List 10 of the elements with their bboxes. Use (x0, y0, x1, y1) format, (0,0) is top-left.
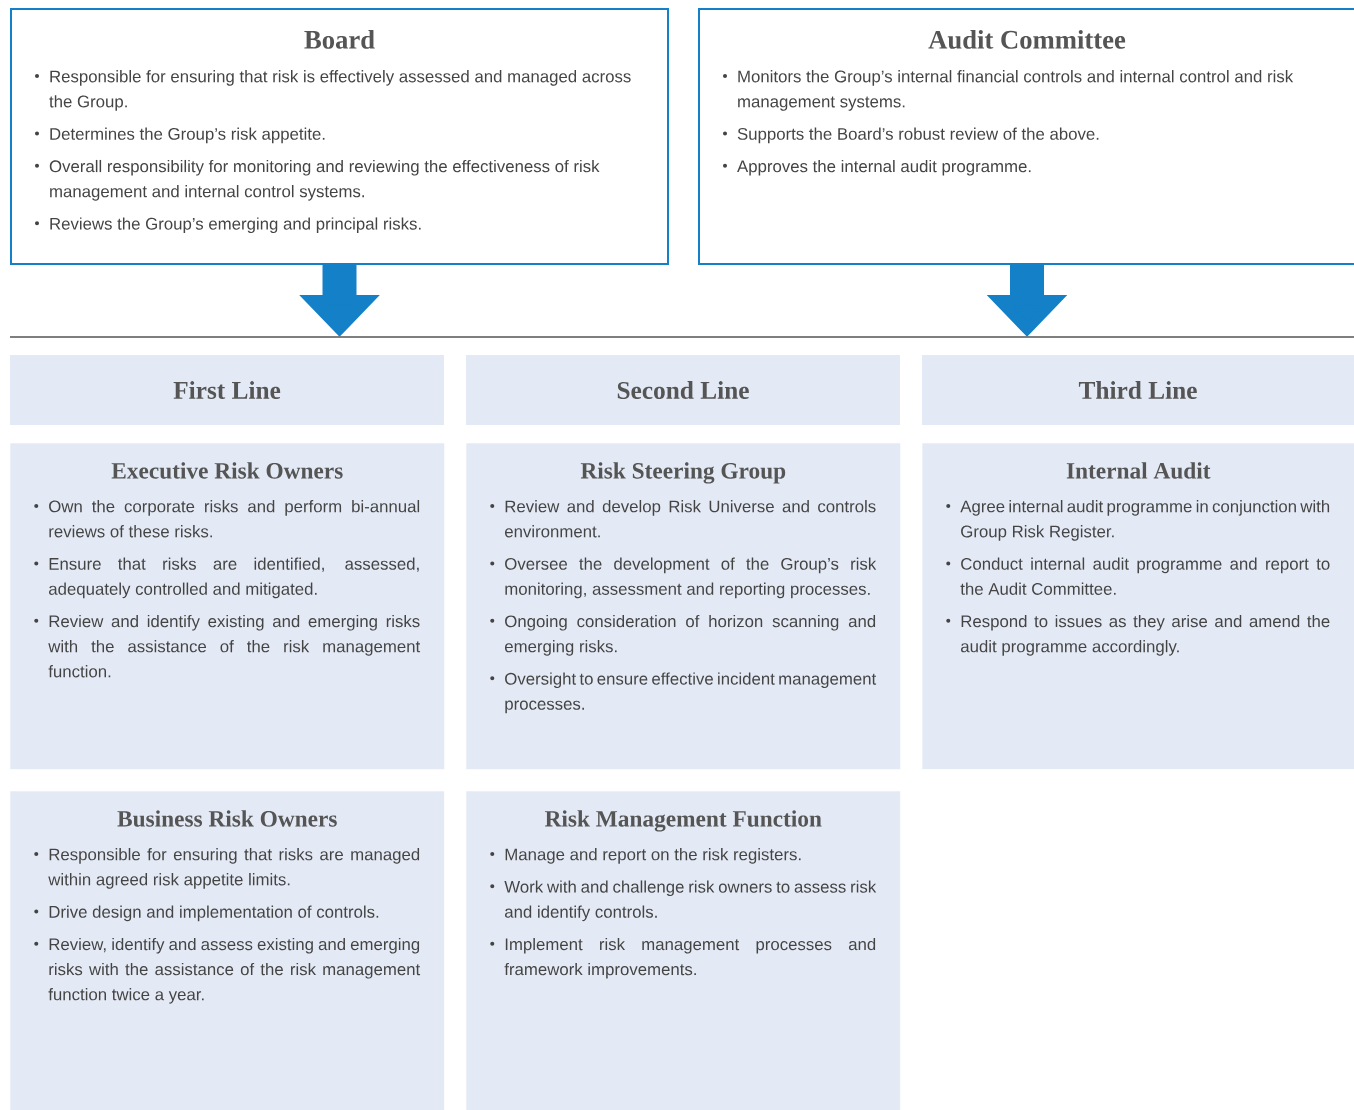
role-box: Internal Audit Agree internal audit programme in conjunction with Group Risk Register. Conduct internal audit programme and report to the Audit Committee. Respond to issues as they arise and amend the audit programme accordingly. (922, 443, 1354, 770)
committee-box: Board Responsible for ensuring that risk is effectively assessed and managed across the Group. Determines the Group’s risk appetite. Overall responsibility for monitoring and reviewing the effectiveness of risk management and internal control systems. Reviews the Group’s emerging and principal risks. (10, 8, 669, 265)
line-header-box: First Line (10, 355, 444, 425)
line-header-box: Second Line (466, 355, 900, 425)
role-box: Risk Management Function Manage and report on the risk registers. Work with and challenge risk owners to assess risk and identify controls. Implement risk management processes and framework improvements. (466, 791, 901, 1110)
committee-box: Audit Committee Monitors the Group’s internal financial controls and internal control and risk management systems. Supports the Board’s robust review of the above. Approves the internal audit programme. (698, 8, 1354, 265)
line-header-box: Third Line (922, 355, 1354, 425)
role-box: Business Risk Owners Responsible for ensuring that risks are managed within agreed risk appetite limits. Drive design and implementation of controls. Review, identify and assess existing and emerging risks with the assistance of the risk management function twice a year. (10, 791, 445, 1110)
role-box: Executive Risk Owners Own the corporate risks and perform bi-annual reviews of these risks. Ensure that risks are identified, assessed, adequately controlled and mitigated. Review and identify existing and emerging risks with the assistance of the risk management function. (10, 443, 445, 770)
role-box: Risk Steering Group Review and develop Risk Universe and controls environment. Oversee the development of the Group’s risk monitoring, assessment and reporting processes. Ongoing consideration of horizon scanning and emerging risks. Oversight to ensure effective incident management processes. (466, 443, 901, 770)
